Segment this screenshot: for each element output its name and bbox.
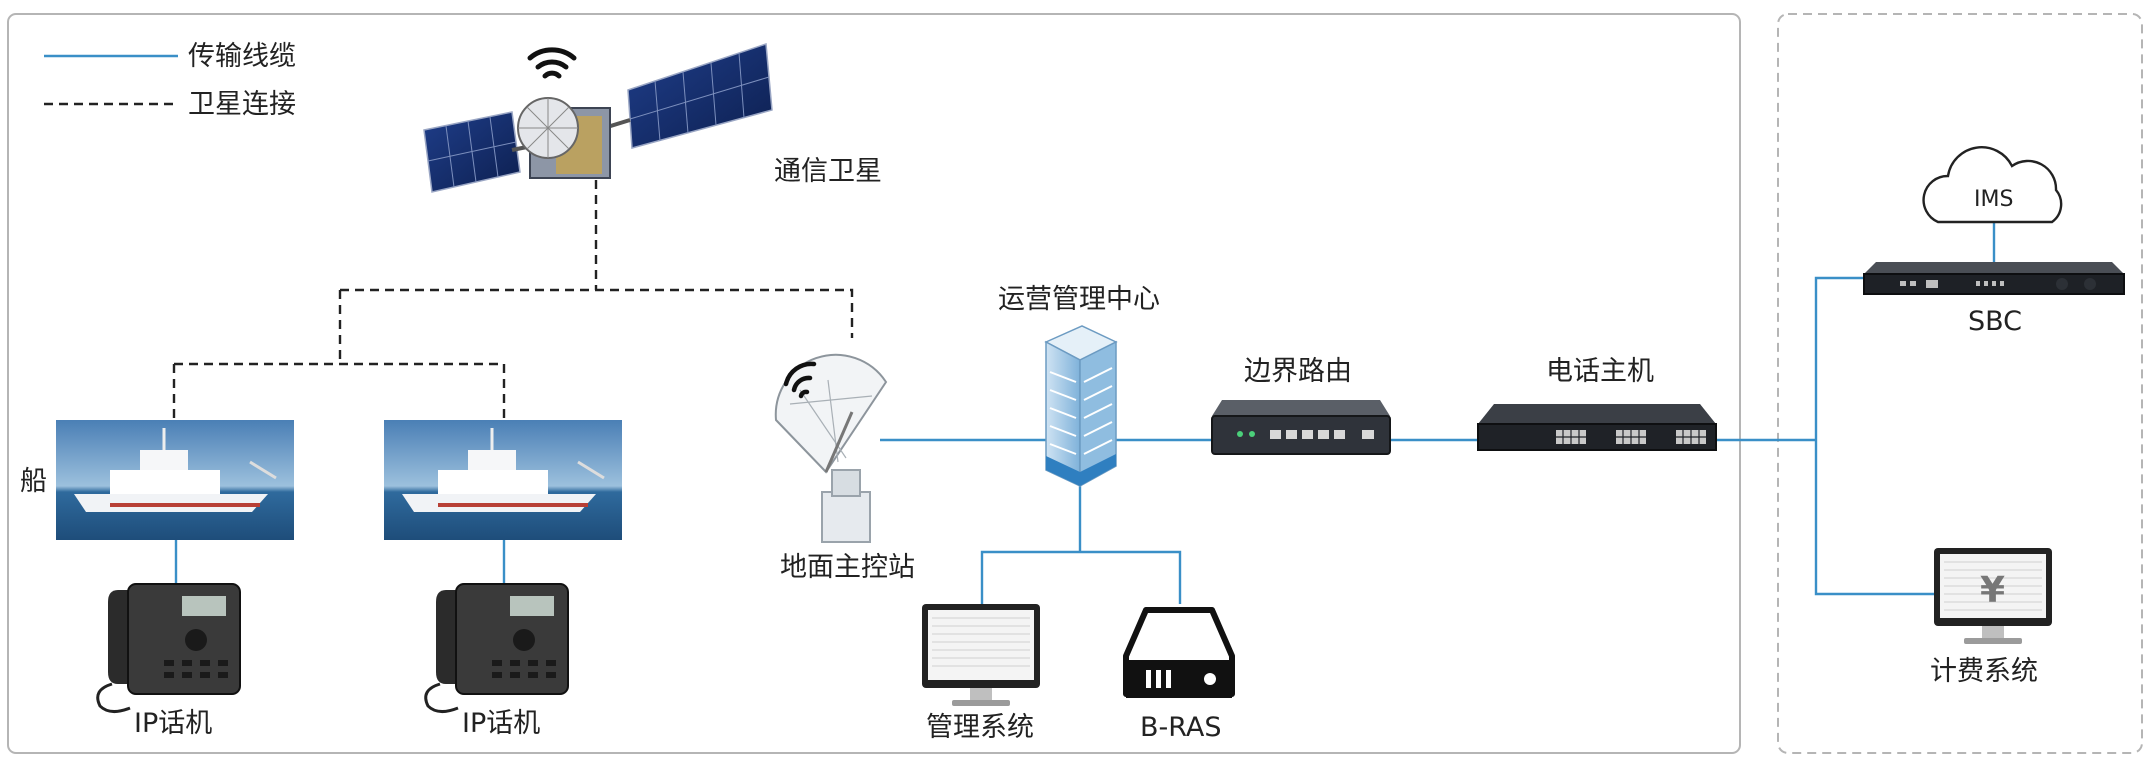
wifi-icon — [783, 361, 817, 399]
edge-router-label: 边界路由 — [1244, 356, 1352, 387]
dish-antenna-icon — [774, 353, 888, 543]
router-icon — [1211, 400, 1391, 455]
ip-phone-icon — [424, 583, 569, 713]
ip-phone-icon — [96, 583, 241, 713]
bras-label: B-RAS — [1140, 712, 1222, 743]
satellite-icon — [423, 42, 773, 193]
ims-label: IMS — [1974, 187, 2013, 212]
legend-satellite-label: 卫星连接 — [188, 89, 296, 120]
sbc-label: SBC — [1968, 306, 2022, 337]
ship-label: 船 — [20, 466, 47, 497]
cloud-icon — [1922, 146, 2063, 224]
legend: 传输线缆 卫星连接 — [44, 41, 296, 120]
legend-wired-label: 传输线缆 — [188, 41, 296, 72]
pbx-icon — [1477, 404, 1717, 451]
ops-center-label: 运营管理中心 — [998, 284, 1160, 315]
mgmt-system-label: 管理系统 — [926, 712, 1034, 743]
satellite-label: 通信卫星 — [774, 156, 882, 187]
ship-image — [56, 420, 294, 540]
ip-phone-label: IP话机 — [134, 708, 212, 739]
server-drive-icon — [1123, 607, 1235, 698]
billing-symbol: ¥ — [1980, 570, 2005, 611]
main-frame — [7, 13, 1741, 754]
ip-phone-label: IP话机 — [462, 708, 540, 739]
billing-label: 计费系统 — [1930, 656, 2038, 687]
wifi-icon — [527, 47, 577, 79]
satellite-links — [172, 180, 854, 420]
phone-host-label: 电话主机 — [1546, 356, 1654, 387]
wired-links — [174, 222, 1996, 604]
ground-station-label: 地面主控站 — [780, 552, 915, 583]
monitor-icon — [922, 604, 1040, 706]
building-icon — [1044, 325, 1118, 488]
ship-image — [384, 420, 622, 540]
external-frame — [1777, 13, 2143, 754]
sbc-icon — [1863, 262, 2125, 295]
monitor-icon — [1934, 548, 2052, 644]
